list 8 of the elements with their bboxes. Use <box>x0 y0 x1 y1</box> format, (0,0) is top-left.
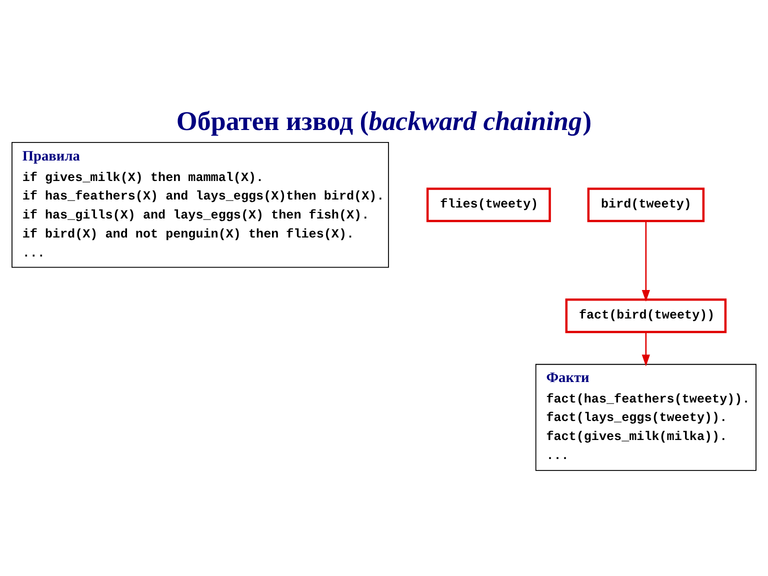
node-box: bird(tweety) <box>587 188 705 222</box>
node-box: fact(bird(tweety)) <box>565 298 727 334</box>
arrow <box>642 332 650 366</box>
arrow <box>642 221 650 302</box>
node-box: flies(tweety) <box>426 188 551 222</box>
node-box: Факти fact(has_feathers(tweety)). fact(lays_eggs(tweety)). fact(gives_milk(milka)). ... <box>535 364 756 471</box>
node-box: Правила if gives_milk(X) then mammal(X). if has_feathers(X) and lays_eggs(X)then bird(X). if has_gills(X) and lays_eggs(X) then fish(X). if bird(X) and not penguin(X) then flies(X). ... <box>12 142 389 268</box>
diagram-title: Обратен извод (backward chaining) <box>176 106 592 136</box>
